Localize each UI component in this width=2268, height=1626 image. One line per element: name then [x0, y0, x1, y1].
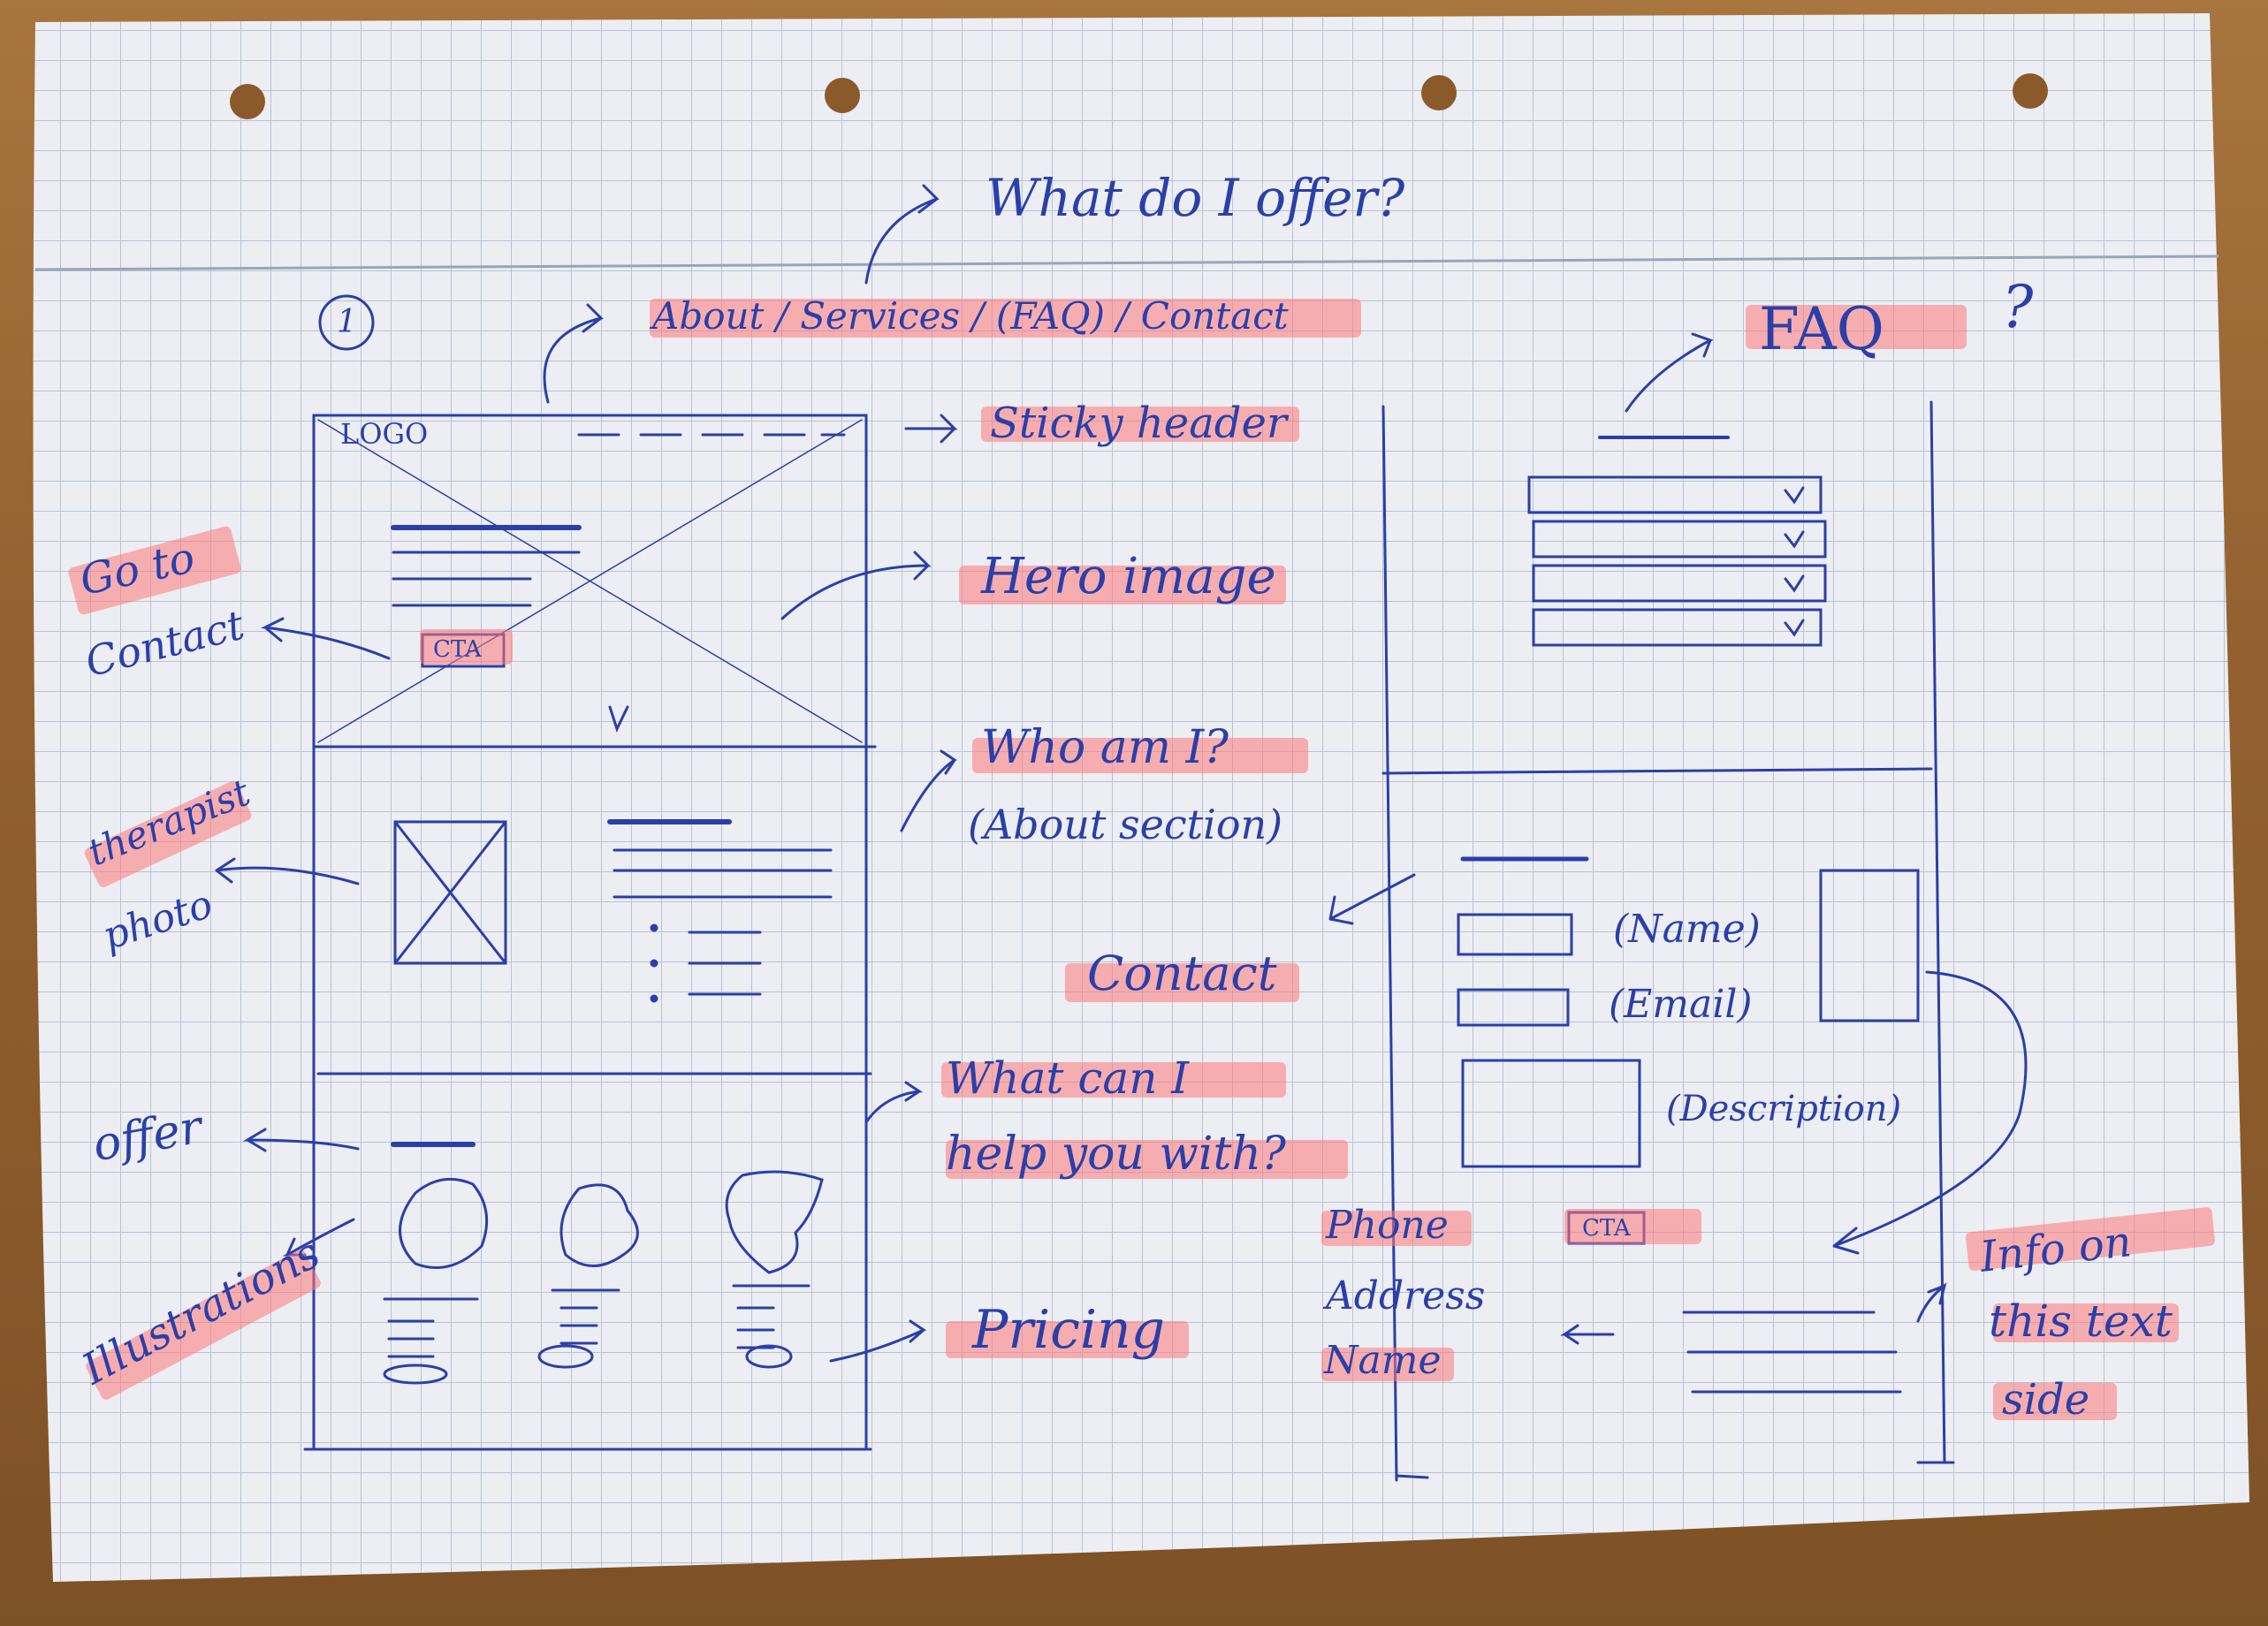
phone-label: Phone: [1326, 1203, 1449, 1248]
address-label: Address: [1326, 1273, 1486, 1318]
highlight: [946, 1140, 1348, 1179]
therapist-photo-box: [393, 820, 507, 965]
faq-accordion-item: [1532, 608, 1823, 647]
hero-image-label: Hero image: [981, 548, 1276, 605]
highlight: [959, 566, 1286, 604]
highlight: [946, 1321, 1189, 1358]
illustration-blob: [559, 1183, 639, 1267]
highlight: [981, 406, 1299, 442]
this-text-label: this text: [1989, 1295, 2173, 1347]
highlight: [1993, 1383, 2117, 1420]
highlight: [650, 299, 1361, 338]
highlight: [1564, 1209, 1701, 1244]
email-input-box: [1457, 988, 1570, 1027]
pricing-label: Pricing: [972, 1299, 1166, 1361]
sticky-header-label: Sticky header: [990, 399, 1287, 448]
punch-hole: [230, 84, 265, 119]
highlight: [1321, 1211, 1472, 1246]
name-field-label: (Name): [1613, 907, 1761, 952]
highlight: [972, 738, 1308, 773]
punch-hole: [2013, 73, 2048, 109]
faq-accordion-item: [1532, 520, 1827, 558]
highlight: [1746, 305, 1967, 349]
logo-label: LOGO: [340, 417, 429, 451]
highlight: [1993, 1303, 2179, 1342]
highlight: [941, 1062, 1286, 1098]
nav-question: What do I offer?: [986, 168, 1405, 228]
description-box: [1461, 1059, 1641, 1168]
punch-hole: [1421, 75, 1457, 110]
highlight: [420, 629, 513, 665]
punch-hole: [825, 78, 860, 113]
description-field-label: (Description): [1666, 1089, 1902, 1129]
illustration-blob: [399, 1177, 489, 1269]
map-placeholder-box: [1819, 869, 1920, 1022]
who-am-i-label: Who am I?: [981, 721, 1229, 774]
side-label: side: [2002, 1375, 2090, 1425]
highlight: [1321, 1348, 1454, 1381]
faq-label: FAQ: [1759, 295, 1884, 363]
name-input-box: [1457, 913, 1573, 956]
highlight: [1065, 963, 1299, 1002]
email-field-label: (Email): [1609, 982, 1753, 1027]
faq-accordion-item: [1527, 475, 1823, 514]
page-number: 1: [337, 304, 357, 340]
faq-accordion-item: [1532, 564, 1827, 603]
contact-center-label: Contact: [1087, 946, 1277, 1001]
about-section-label: (About section): [968, 801, 1283, 848]
illustration-blob: [725, 1170, 824, 1274]
help-you-with-label: help you with?: [946, 1128, 1286, 1181]
cta-right-label: CTA: [1582, 1215, 1631, 1242]
cta-left-label: CTA: [433, 636, 482, 663]
page-number-circle: [318, 294, 375, 351]
faq-question-mark: ?: [2002, 273, 2034, 341]
what-can-i-label: What can I: [946, 1052, 1190, 1104]
name-label: Name: [1324, 1338, 1442, 1383]
nav-items-label: About / Services / (FAQ) / Contact: [652, 294, 1289, 338]
